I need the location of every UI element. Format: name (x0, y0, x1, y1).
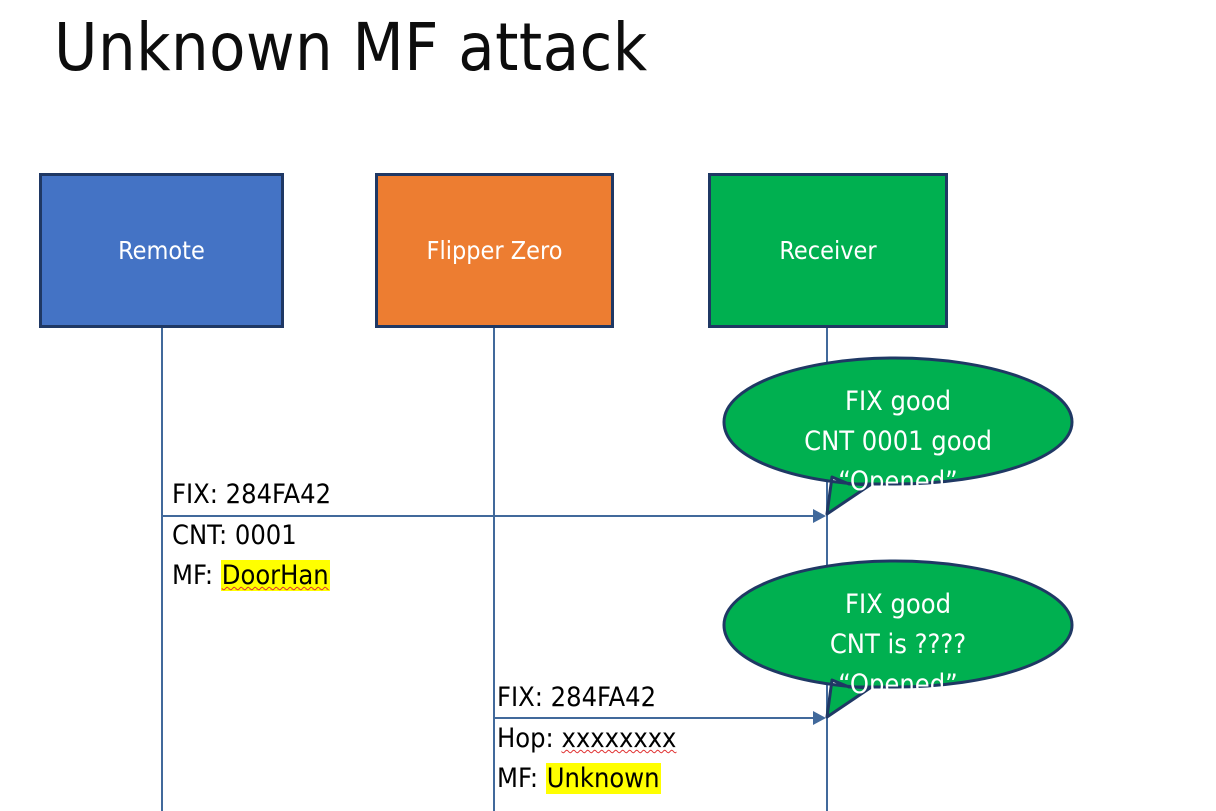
message-1-label-above: FIX: 284FA42 (172, 475, 331, 515)
message-1-mf-line: MF: DoorHan (172, 556, 330, 596)
actor-label-remote: Remote (118, 235, 205, 265)
message-2-hop-value: xxxxxxxx (561, 723, 677, 754)
message-arrow-1-head-icon (813, 509, 826, 523)
lifeline-flipper (493, 327, 495, 811)
message-1-label-below: CNT: 0001 MF: DoorHan (172, 516, 330, 596)
actor-label-flipper: Flipper Zero (426, 235, 563, 265)
message-1-fix-line: FIX: 284FA42 (172, 479, 332, 510)
message-2-label-above: FIX: 284FA42 (497, 678, 656, 718)
actor-box-flipper[interactable]: Flipper Zero (375, 173, 614, 328)
actor-label-receiver: Receiver (779, 235, 877, 265)
speech-bubble-1[interactable]: FIX good CNT 0001 good “Opened” (722, 356, 1074, 520)
speech-bubble-1-shape (722, 356, 1074, 516)
message-1-mf-value: DoorHan (220, 560, 330, 591)
message-arrow-2-head-icon (813, 711, 826, 725)
page-title: Unknown MF attack (54, 9, 648, 86)
message-2-hop-line: Hop: xxxxxxxx (497, 719, 676, 759)
actor-box-receiver[interactable]: Receiver (708, 173, 948, 328)
message-2-mf-prefix: MF: (497, 763, 546, 794)
speech-bubble-2-shape (722, 559, 1074, 719)
message-2-fix-line: FIX: 284FA42 (497, 682, 657, 713)
message-2-mf-line: MF: Unknown (497, 759, 676, 799)
message-1-mf-prefix: MF: (172, 560, 221, 591)
message-arrow-2-line (493, 717, 814, 719)
speech-bubble-2[interactable]: FIX good CNT is ???? “Opened” (722, 559, 1074, 723)
message-2-label-below: Hop: xxxxxxxx MF: Unknown (497, 719, 676, 799)
message-2-mf-value: Unknown (545, 763, 661, 794)
message-arrow-1-line (161, 515, 814, 517)
message-2-hop-prefix: Hop: (497, 723, 562, 754)
message-1-cnt-line: CNT: 0001 (172, 520, 297, 551)
lifeline-remote (161, 327, 163, 811)
actor-box-remote[interactable]: Remote (39, 173, 284, 328)
